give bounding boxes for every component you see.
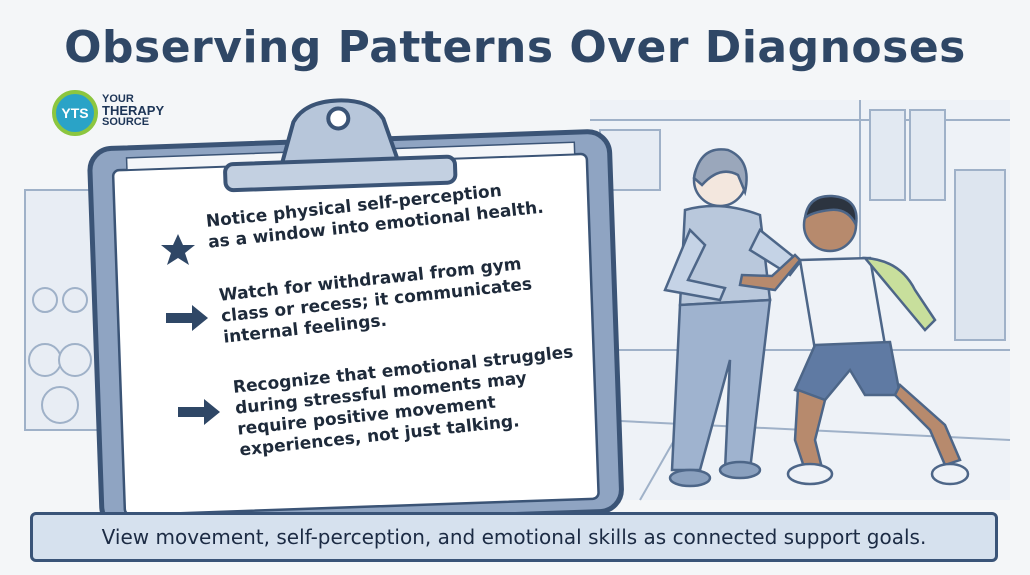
logo-line-1: YOUR — [102, 93, 134, 105]
arrow-icon — [178, 399, 220, 425]
arrow-icon — [166, 305, 208, 331]
child-figure — [738, 194, 970, 486]
star-icon — [161, 234, 195, 265]
logo-wordmark: YOUR THERAPY SOURCE — [102, 93, 165, 128]
therapist-figure — [663, 148, 802, 488]
page-title: Observing Patterns Over Diagnoses — [64, 22, 966, 73]
summary-banner: View movement, self-perception, and emot… — [30, 512, 998, 562]
yts-logo[interactable]: YTS YOUR THERAPY SOURCE — [52, 86, 172, 136]
logo-line-2: THERAPY — [102, 103, 165, 118]
logo-badge: YTS — [52, 90, 98, 136]
logo-line-3: SOURCE — [102, 116, 150, 128]
